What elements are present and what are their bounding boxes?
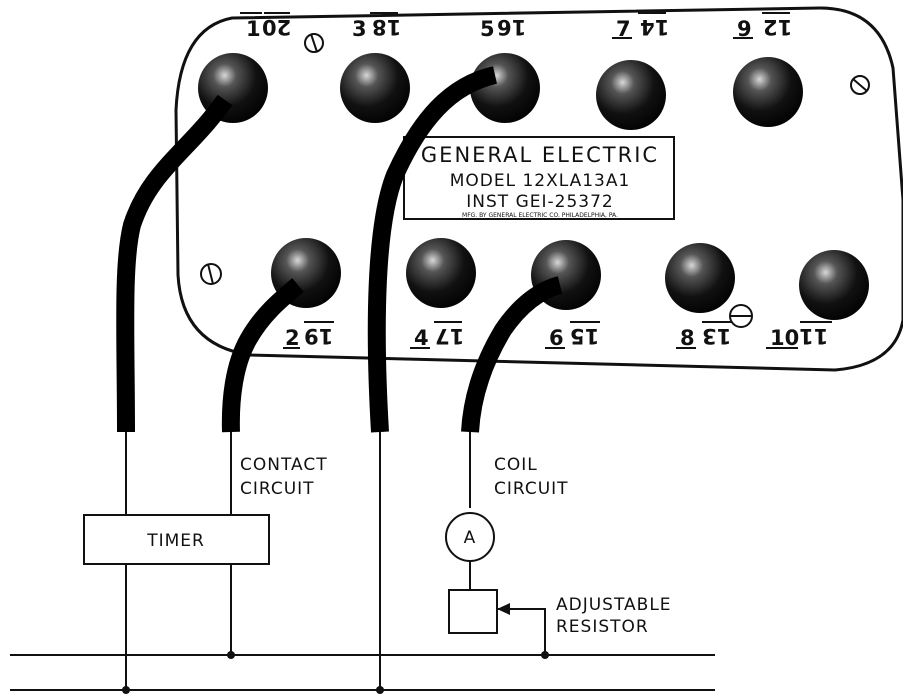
lead-cables: [116, 66, 563, 433]
terminal-knob-4: [406, 238, 476, 308]
screw-icon: [729, 304, 753, 328]
adjustable-resistor-box: [448, 589, 498, 634]
terminal-label-11: 11: [799, 324, 828, 348]
terminal-label-16: 16: [497, 15, 526, 39]
screw-icon: [850, 75, 870, 95]
terminal-label-6: 6: [549, 326, 564, 350]
terminal-label-20: 20: [262, 15, 291, 39]
terminal-knob-7: [596, 60, 666, 130]
terminal-knob-8: [665, 243, 735, 313]
terminal-label-14: 14: [640, 15, 669, 39]
nameplate: GENERAL ELECTRIC MODEL 12XLA13A1 INST GE…: [403, 136, 675, 220]
bottom-terminal-labels: 2 19 4 17 6 15 8 13 10 11: [283, 321, 832, 350]
top-terminal-labels: 1 20 3 18 5 16 7 14 9 12: [240, 12, 792, 41]
ammeter-label: A: [464, 528, 477, 548]
terminal-label-19: 19: [304, 324, 333, 348]
adjustable-resistor-label-line1: ADJUSTABLE: [556, 595, 672, 615]
contact-circuit-label-line1: CONTACT: [240, 455, 328, 475]
terminal-label-12: 12: [763, 15, 792, 39]
terminal-knob-3: [340, 53, 410, 123]
cable-terminal-1: [116, 94, 233, 433]
timer-box: TIMER: [83, 514, 270, 565]
nameplate-instruction: INST GEI-25372: [466, 192, 613, 212]
terminal-label-5: 5: [480, 17, 495, 41]
ammeter: A: [445, 512, 495, 562]
timer-label: TIMER: [146, 531, 205, 551]
adjustable-resistor-label-line2: RESISTOR: [556, 617, 649, 637]
nameplate-footer: MFG. BY GENERAL ELECTRIC CO. PHILADELPHI…: [462, 212, 618, 219]
screw-icon: [304, 33, 324, 53]
terminal-label-17: 17: [435, 324, 464, 348]
terminal-knob-9: [733, 57, 803, 127]
coil-circuit-label-line1: COIL: [494, 455, 538, 475]
terminal-label-8: 8: [680, 326, 695, 350]
terminal-label-13: 13: [702, 324, 731, 348]
terminal-label-3: 3: [352, 17, 367, 41]
terminal-label-18: 18: [372, 15, 401, 39]
cable-terminal-5: [367, 66, 498, 433]
cable-terminal-6: [461, 276, 563, 433]
junction-dots: [122, 651, 549, 694]
terminal-label-1: 1: [246, 17, 261, 41]
terminal-label-7: 7: [616, 17, 631, 41]
terminal-knob-10: [799, 250, 869, 320]
arrow-icon: [497, 603, 510, 615]
terminal-label-15: 15: [570, 324, 599, 348]
nameplate-brand: GENERAL ELECTRIC: [421, 143, 659, 167]
coil-circuit-label-line2: CIRCUIT: [494, 479, 569, 499]
terminal-label-10: 10: [770, 326, 799, 350]
nameplate-model: MODEL 12XLA13A1: [450, 171, 631, 191]
terminal-label-2: 2: [285, 326, 300, 350]
screw-icon: [200, 263, 222, 285]
contact-circuit-label-line2: CIRCUIT: [240, 479, 315, 499]
terminal-label-4: 4: [414, 326, 429, 350]
terminal-label-9: 9: [737, 17, 752, 41]
cable-terminal-2: [221, 278, 304, 433]
